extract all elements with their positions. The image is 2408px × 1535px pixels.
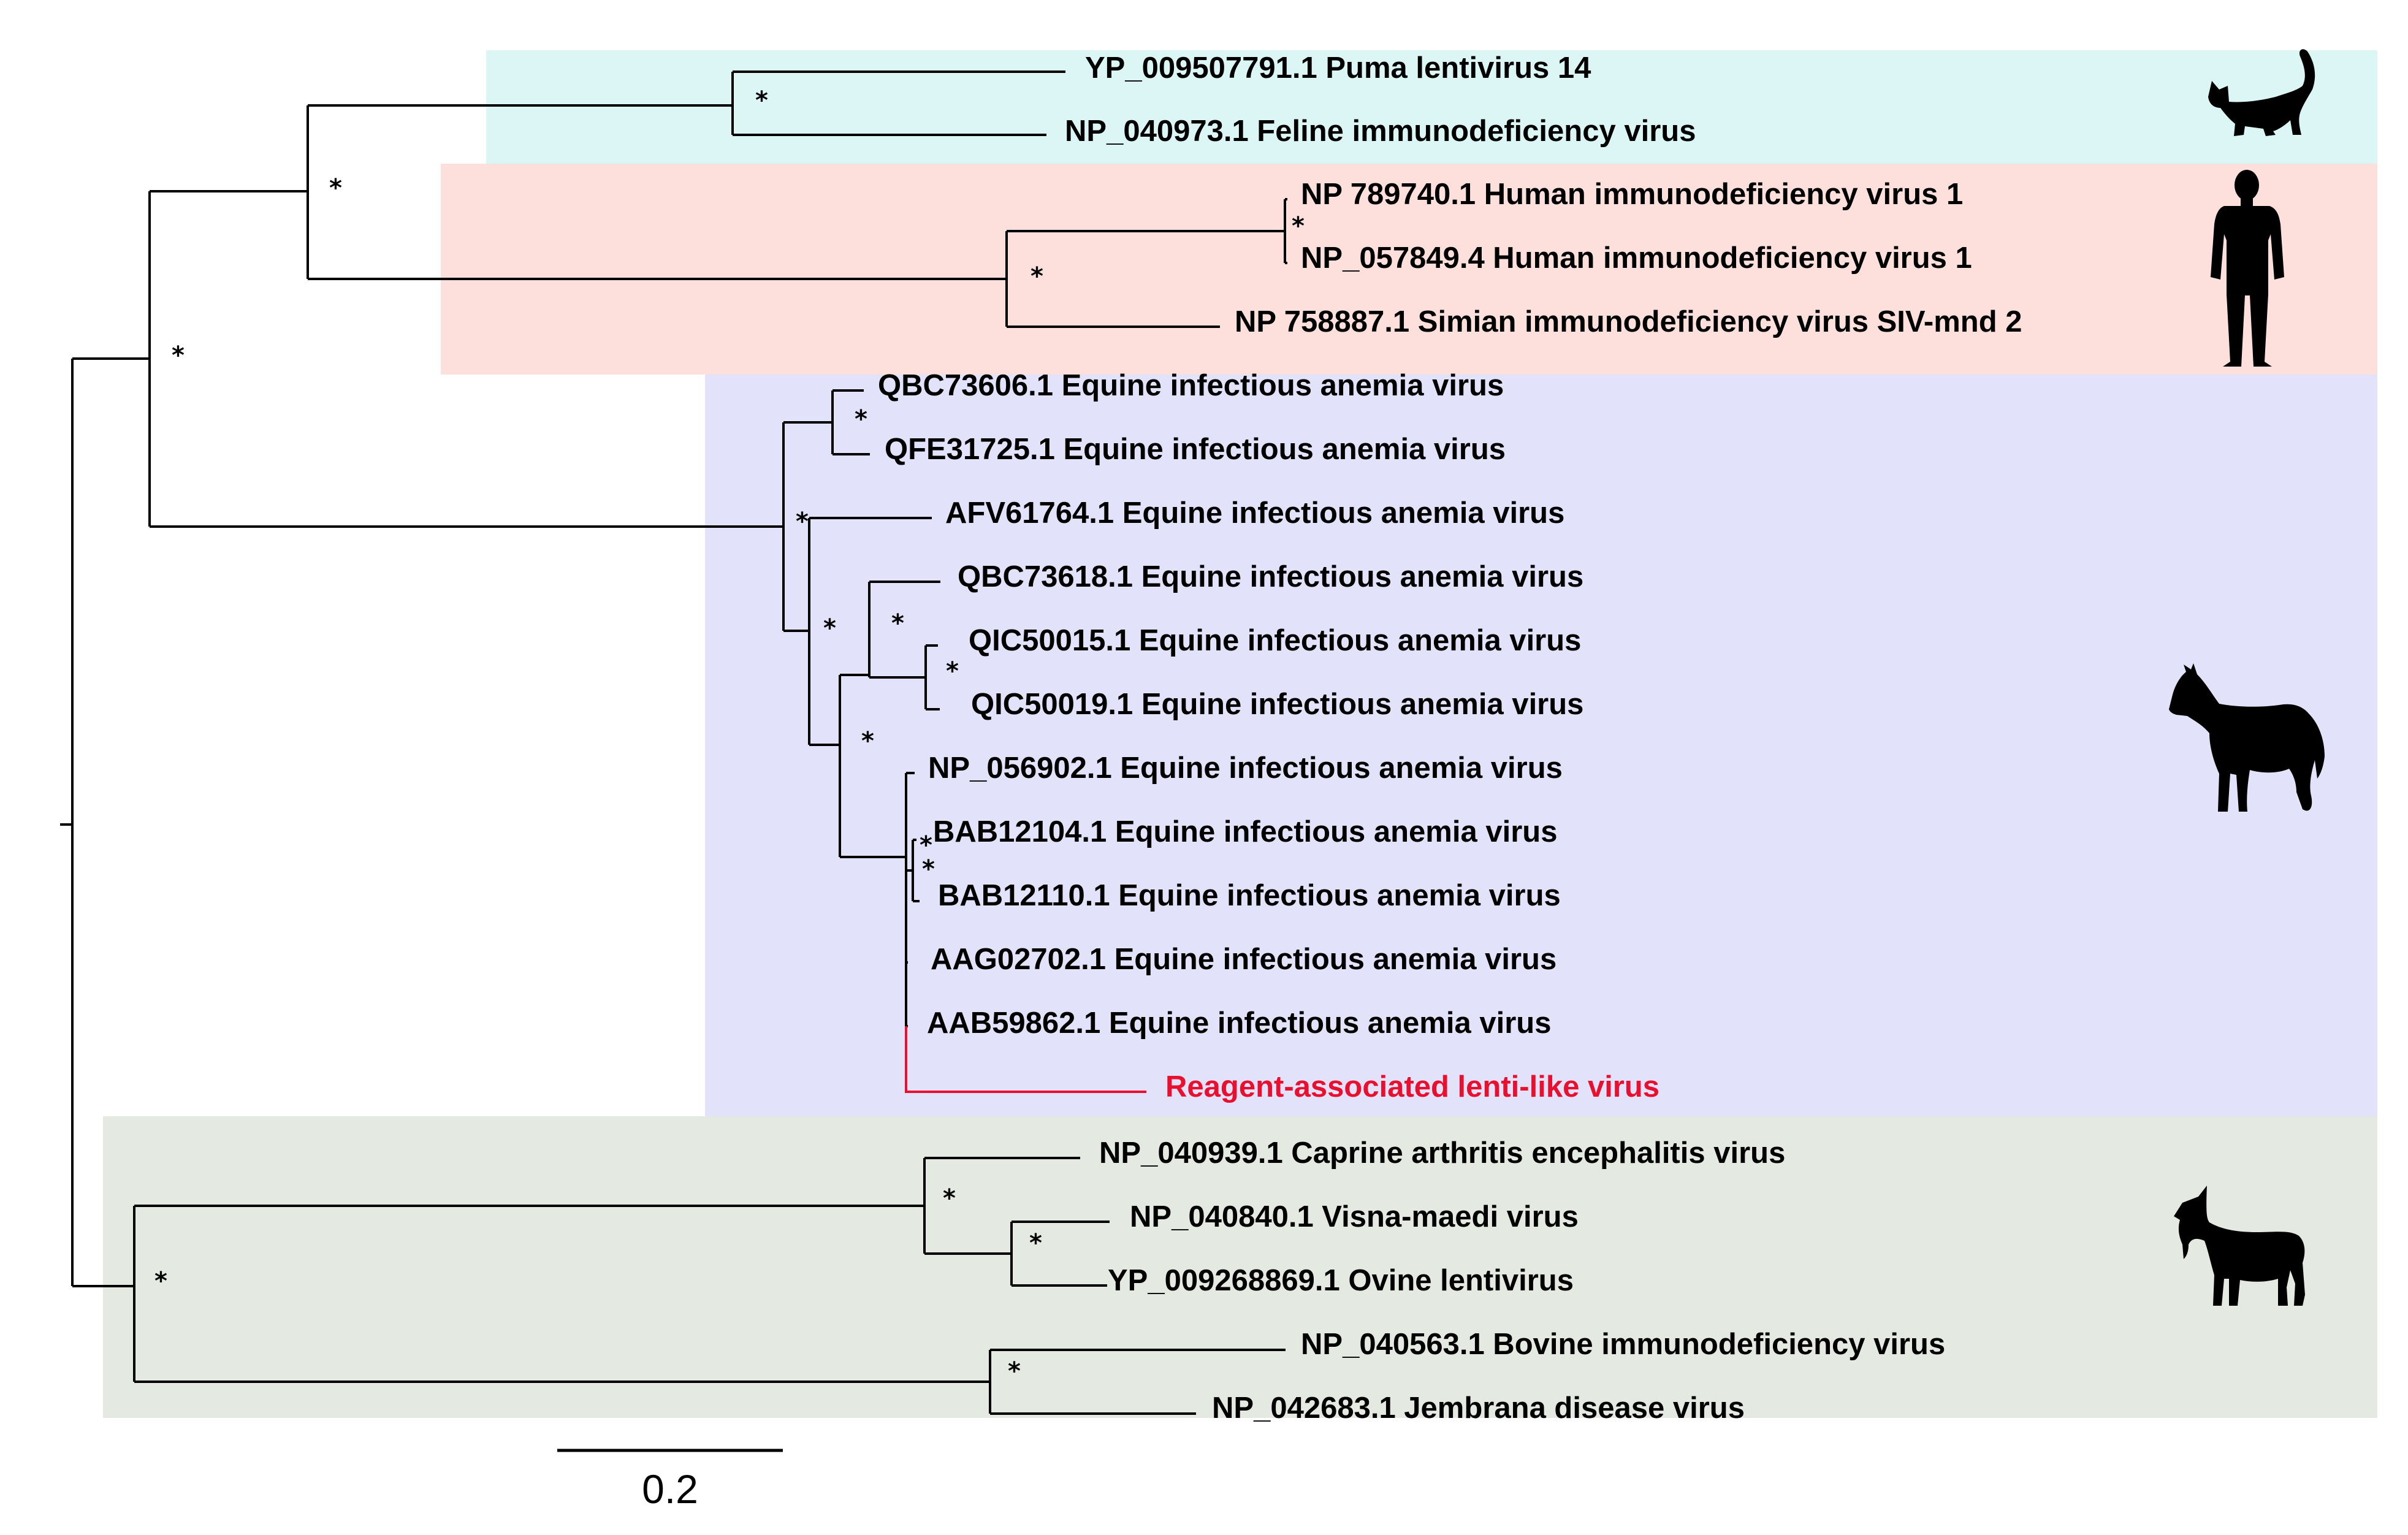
scale-bar: 0.2 [557, 1449, 783, 1512]
human-icon [2211, 170, 2284, 367]
support-marker: * [823, 614, 836, 642]
horse-icon [2169, 663, 2325, 812]
cat-icon [2208, 49, 2315, 136]
support-marker: * [946, 657, 959, 685]
taxon-label: NP_040939.1 Caprine arthritis encephalit… [1099, 1137, 1785, 1170]
taxon-label: NP_057849.4 Human immunodeficiency virus… [1301, 242, 1972, 275]
taxon-label: YP_009507791.1 Puma lentivirus 14 [1085, 51, 1591, 85]
support-marker: * [796, 508, 809, 536]
support-marker: * [943, 1184, 956, 1213]
support-marker: * [329, 174, 342, 202]
taxon-label: QIC50019.1 Equine infectious anemia viru… [971, 688, 1583, 721]
taxon-label: NP_040563.1 Bovine immunodeficiency viru… [1301, 1328, 1945, 1361]
taxon-label: QBC73618.1 Equine infectious anemia viru… [958, 560, 1583, 593]
taxon-label: NP_042683.1 Jembrana disease virus [1212, 1392, 1745, 1425]
support-marker: * [1008, 1357, 1021, 1385]
taxon-label-highlighted: Reagent-associated lenti-like virus [1165, 1070, 1659, 1103]
taxon-label: NP_040973.1 Feline immunodeficiency viru… [1065, 115, 1696, 148]
taxon-label: YP_009268869.1 Ovine lentivirus [1108, 1264, 1574, 1297]
support-marker: * [861, 727, 874, 755]
primate-clade-box [441, 164, 2377, 375]
equine-clade-box [705, 375, 2377, 1116]
taxon-label: BAB12104.1 Equine infectious anemia viru… [933, 815, 1557, 848]
support-marker: * [1029, 1229, 1042, 1257]
support-marker: * [1031, 262, 1043, 291]
taxon-label: NP_056902.1 Equine infectious anemia vir… [928, 752, 1563, 785]
support-marker: * [855, 405, 867, 433]
taxon-label: AAG02702.1 Equine infectious anemia viru… [931, 943, 1556, 976]
taxon-label: NP 789740.1 Human immunodeficiency virus… [1301, 178, 1963, 211]
taxon-label: BAB12110.1 Equine infectious anemia viru… [938, 879, 1561, 912]
taxon-label: NP 758887.1 Simian immunodeficiency viru… [1235, 305, 2022, 338]
taxon-label: QFE31725.1 Equine infectious anemia viru… [885, 433, 1506, 466]
scale-bar-label: 0.2 [642, 1466, 698, 1512]
branches [60, 70, 1287, 1415]
taxon-label: AFV61764.1 Equine infectious anemia viru… [945, 497, 1564, 530]
support-marker: * [922, 855, 935, 883]
support-marker: * [891, 609, 904, 638]
support-marker: * [172, 341, 185, 370]
taxon-label: QBC73606.1 Equine infectious anemia viru… [878, 369, 1504, 402]
goat-icon [2174, 1186, 2305, 1306]
taxon-labels: YP_009507791.1 Puma lentivirus 14 NP_040… [878, 51, 2022, 1425]
support-marker: * [154, 1267, 167, 1295]
ruminant-clade-box [103, 1116, 2377, 1418]
feline-clade-box [486, 50, 2377, 164]
support-marker: * [755, 86, 768, 115]
support-marker: * [920, 831, 932, 859]
taxon-label: AAB59862.1 Equine infectious anemia viru… [927, 1007, 1551, 1040]
taxon-label: NP_040840.1 Visna-maedi virus [1130, 1200, 1579, 1233]
taxon-label: QIC50015.1 Equine infectious anemia viru… [969, 624, 1581, 657]
support-markers: * * * * * * * * * * * * * * * * * [154, 86, 1305, 1385]
support-marker: * [1292, 212, 1305, 240]
